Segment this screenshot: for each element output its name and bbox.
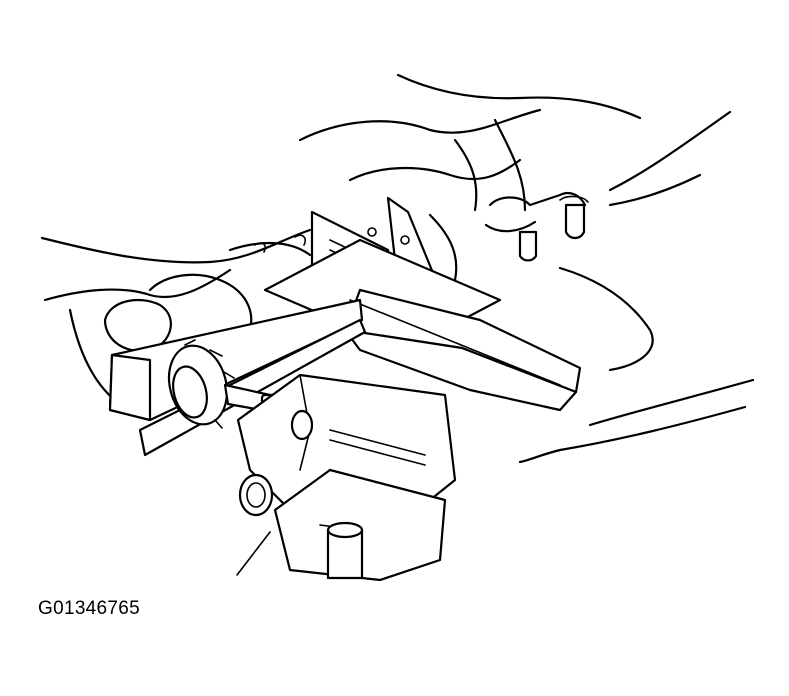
vehicle-underbody xyxy=(40,73,755,464)
figure-id-label: G01346765 xyxy=(38,598,141,619)
jack-saddle xyxy=(236,373,457,582)
jack-lift-post xyxy=(238,473,364,580)
adjusting-knob-icon xyxy=(167,339,278,429)
jack-adapter-plate xyxy=(263,238,582,412)
crossmember xyxy=(484,191,589,262)
bolt-icon xyxy=(564,203,586,240)
bolt-icon xyxy=(518,230,538,262)
callout-line xyxy=(236,531,271,576)
